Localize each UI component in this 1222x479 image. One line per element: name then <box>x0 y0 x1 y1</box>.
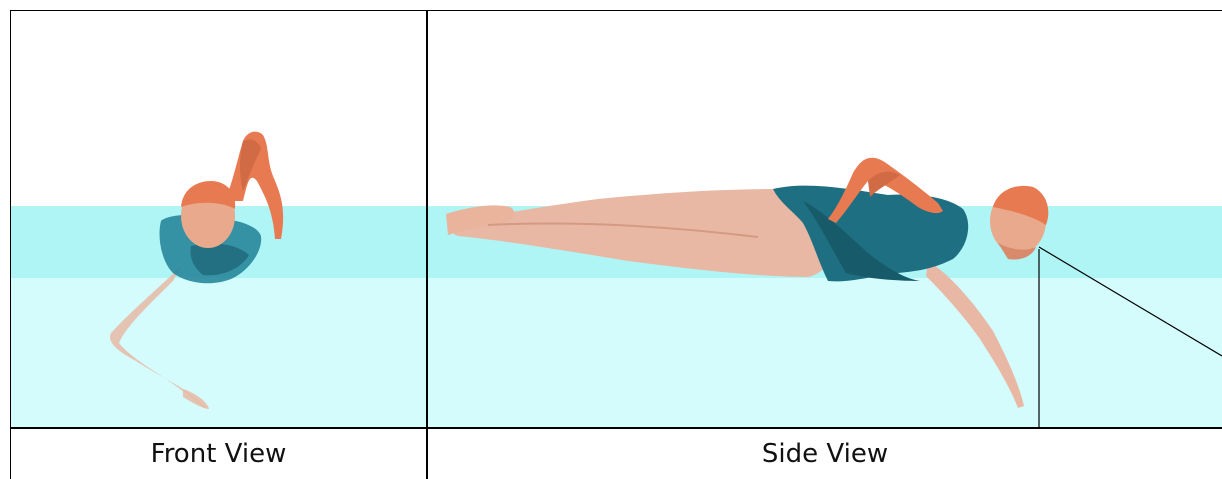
side-view-image <box>428 11 1222 427</box>
side-view-illustration <box>428 11 1222 427</box>
front-view-caption: Front View <box>11 429 426 479</box>
front-view-illustration <box>11 11 426 427</box>
front-view-image <box>11 11 426 427</box>
side-view-caption: Side View <box>428 429 1222 479</box>
